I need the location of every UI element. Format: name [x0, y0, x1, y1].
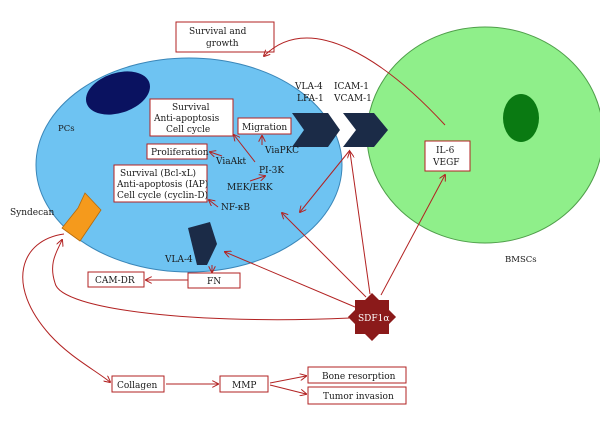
syndecan-shape [61, 192, 102, 242]
syndecan-label: Syndecan [10, 208, 55, 218]
arrow-akt-to-proliferation [210, 152, 223, 156]
survival-bcl-line3: Cell cycle (cyclin-D) [117, 190, 208, 201]
sdf1-label: SDF1α [358, 314, 389, 324]
vla4-label: VLA-4 [294, 82, 323, 92]
vegf-label: VEGF [432, 158, 460, 168]
collagen-box [111, 375, 165, 393]
sdf1-star [347, 292, 397, 342]
bmsc-nucleus [503, 94, 539, 142]
proliferation-label: Proliferation [151, 148, 209, 158]
pc-nucleus [86, 71, 150, 115]
icam-vcam-receptor [343, 113, 388, 147]
arrow-sdf1-to-syndecan [52, 240, 351, 321]
vla4-bottom-label: VLA-4 [164, 255, 193, 265]
via-akt-label: ViaAkt [215, 157, 247, 167]
icam1-label: ICAM-1 [334, 82, 369, 92]
arrow-sdf1-to-pc [282, 213, 367, 298]
survival-growth-box [175, 21, 275, 53]
arrows [22, 37, 446, 394]
survival-growth-line1: Survival and [189, 27, 247, 37]
tumor-invasion-box [307, 386, 407, 405]
arrow-mekerk-to-pi3k [249, 176, 265, 182]
vla4-lfa1-receptor [292, 113, 340, 147]
il6-label: IL-6 [436, 146, 455, 156]
arrow-pi3k-to-survival [234, 135, 256, 163]
cam-dr-label: CAM-DR [95, 276, 135, 286]
tumor-invasion-label: Tumor invasion [323, 392, 394, 402]
lfa1-label: LFA-1 [297, 94, 324, 104]
survival-box [149, 98, 234, 137]
collagen-label: Collagen [117, 381, 158, 391]
pi3k-label: PI-3K [259, 166, 284, 176]
arrow-sdf1-to-receptors [350, 152, 371, 295]
bmsc-cell [366, 26, 600, 244]
mmp-box [219, 375, 269, 393]
via-pkc-label: ViaPKC [264, 146, 299, 156]
mek-erk-label: MEK/ERK [227, 183, 273, 193]
arrow-mmp-to-bone [269, 376, 306, 384]
bone-resorption-label: Bone resorption [322, 372, 396, 382]
migration-label: Migration [242, 123, 287, 133]
vla4-bottom-receptor [188, 222, 217, 265]
arrow-mmp-to-tumor [269, 384, 306, 394]
arrow-il6-to-survival-growth [264, 37, 446, 126]
arrow-nfkb-to-bcl [209, 200, 219, 208]
survival-growth-line2: growth [206, 39, 239, 49]
fn-label: FN [207, 277, 221, 287]
arrow-sdf1-to-vla4 [225, 252, 356, 308]
cam-dr-box [87, 271, 145, 288]
pc-label: PCs [58, 124, 75, 134]
bone-resorption-box [307, 366, 407, 384]
arrow-syndecan-to-collagen [22, 233, 110, 382]
il6-vegf-box [424, 140, 471, 172]
vcam1-label: VCAM-1 [333, 94, 372, 104]
arrow-sdf1-to-il6 [380, 175, 445, 296]
arrow-to-mekerk [300, 149, 351, 212]
survival-line2: Anti-apoptosis [153, 114, 220, 124]
survival-bcl-box [113, 164, 208, 203]
survival-line3: Cell cycle [166, 125, 210, 135]
survival-bcl-line1: Survival (Bcl-xL) [120, 168, 196, 179]
mmp-label: MMP [232, 381, 257, 391]
proliferation-box [146, 143, 208, 160]
migration-box [237, 117, 292, 135]
bmsc-label: BMSCs [505, 255, 537, 265]
nfkb-label: NF-κB [221, 203, 250, 213]
survival-bcl-line2: Anti-apoptosis (IAP) [116, 179, 208, 190]
survival-line1: Survival [172, 103, 210, 113]
